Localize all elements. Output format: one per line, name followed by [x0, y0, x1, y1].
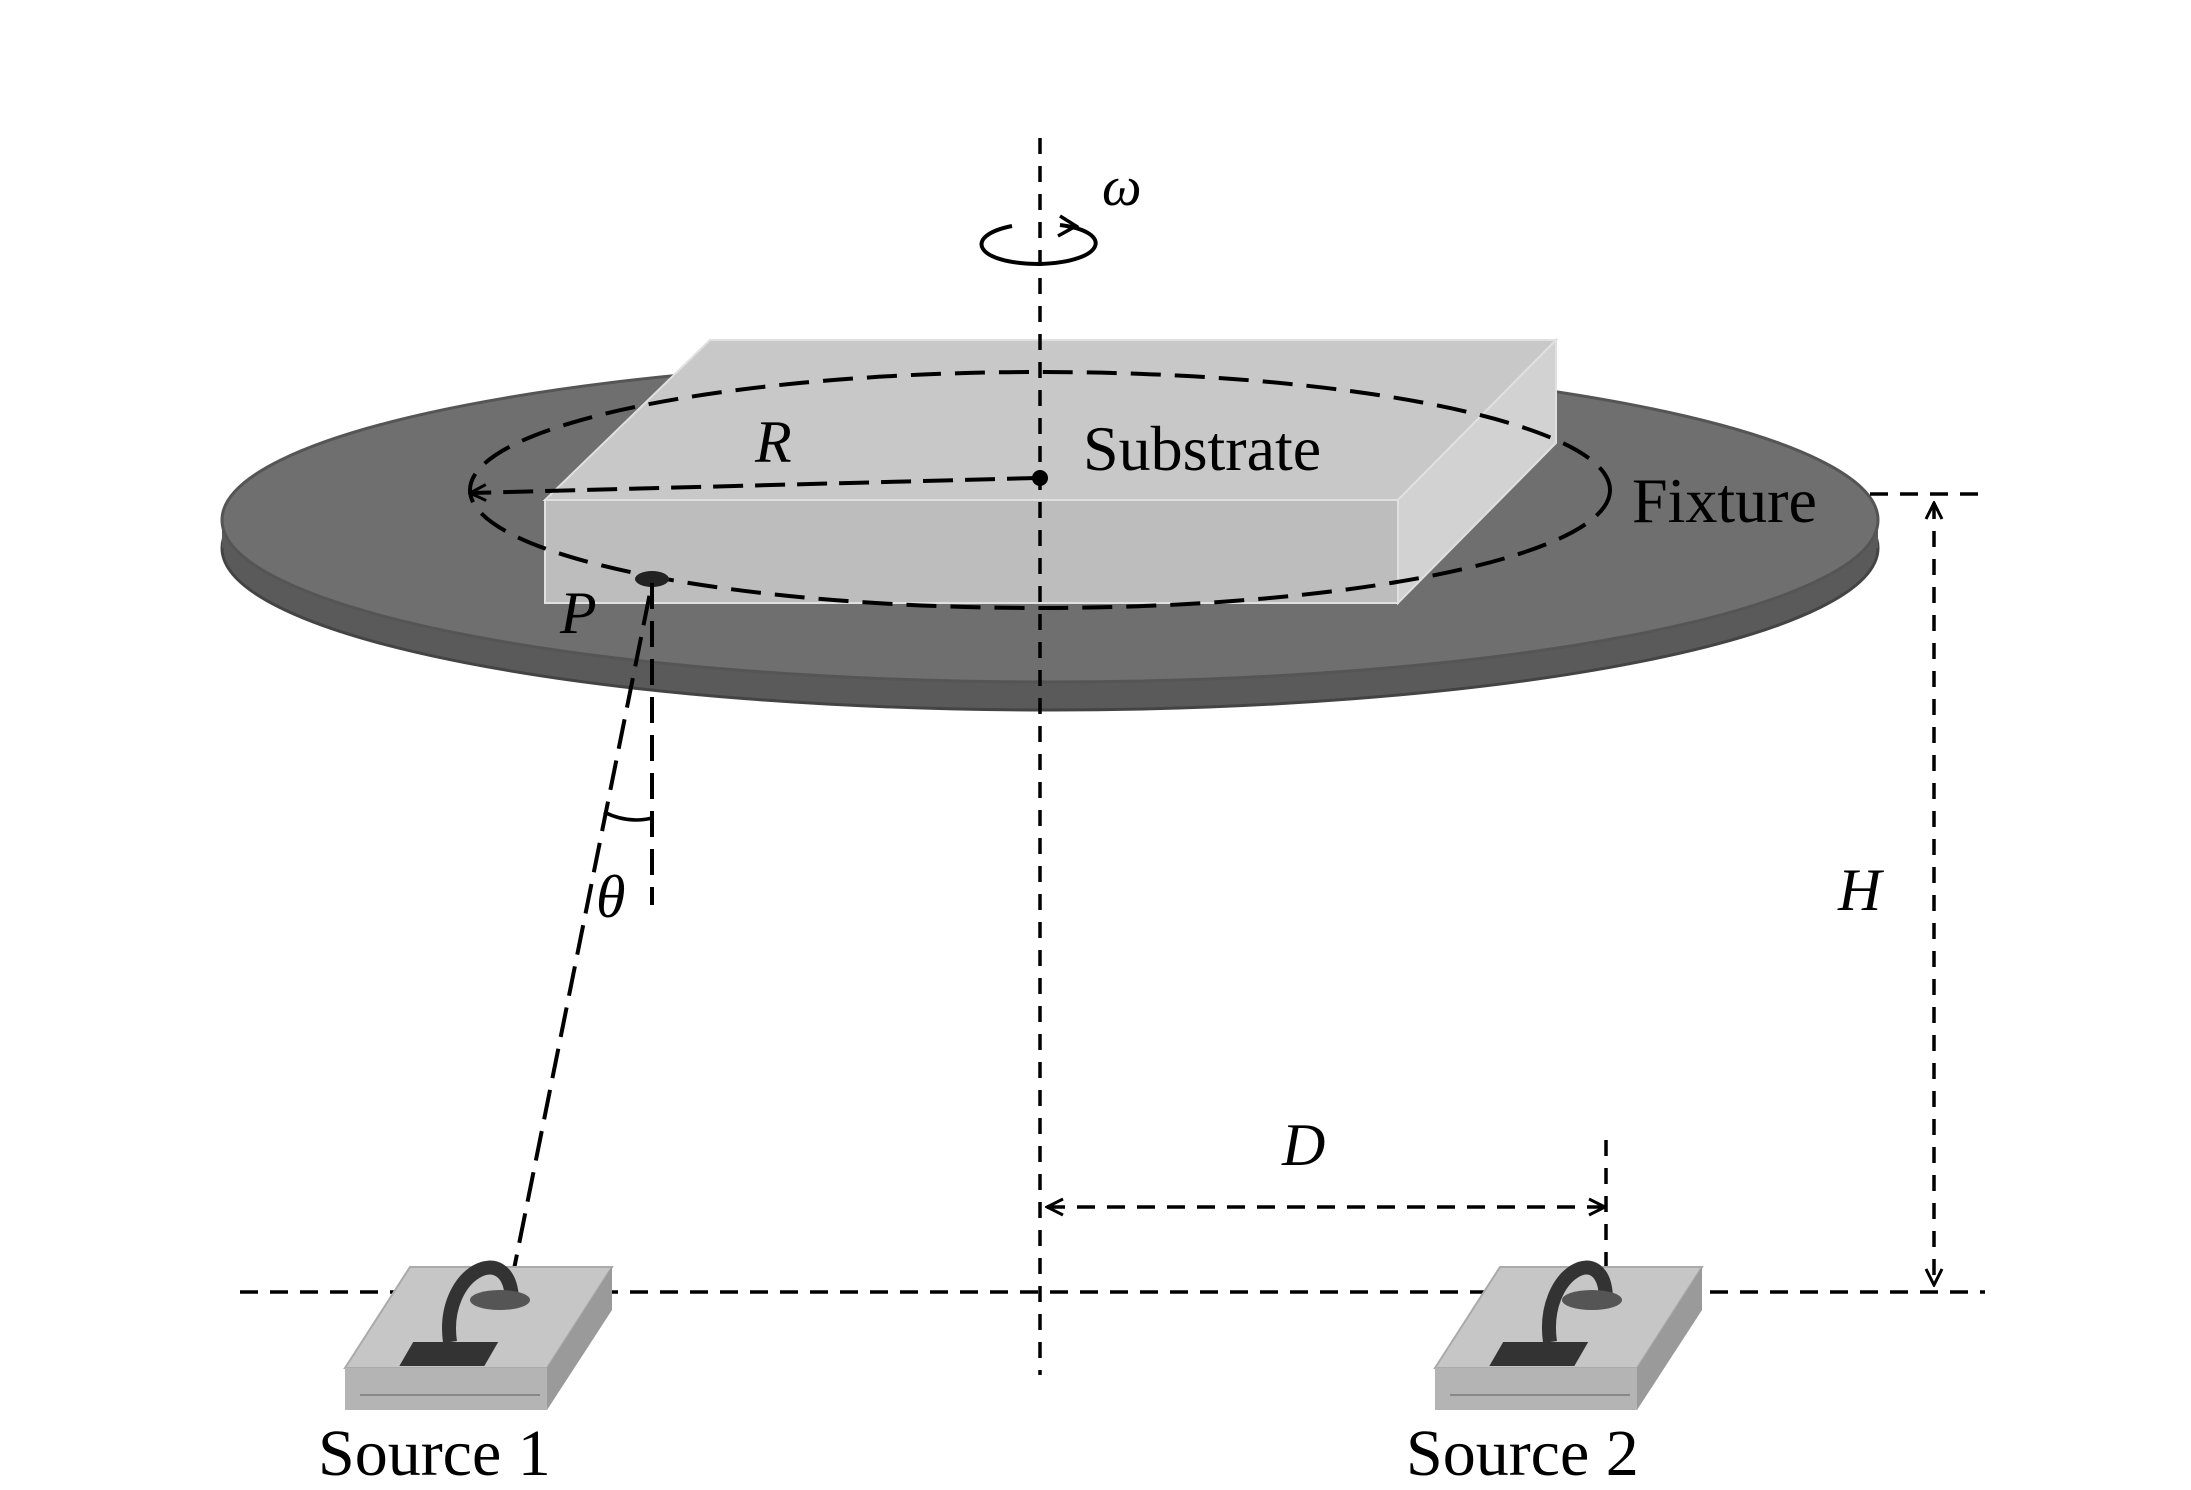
source-1-label: Source 1 — [318, 1417, 551, 1490]
substrate-top-face — [542, 339, 1559, 501]
source-2-front — [1435, 1368, 1637, 1410]
substrate-label: Substrate — [1083, 413, 1321, 484]
source-2-label: Source 2 — [1406, 1417, 1639, 1490]
source-1-filament — [442, 1260, 519, 1343]
source-1-front — [345, 1368, 547, 1410]
source-1-evaporator — [343, 1260, 614, 1410]
omega-label: ω — [1102, 156, 1142, 218]
radius-label: R — [754, 409, 792, 475]
source-2-evaporator — [1433, 1260, 1704, 1410]
center-point — [1032, 470, 1048, 486]
radius-arrow — [470, 476, 1038, 493]
point-p-label: P — [559, 580, 597, 646]
substrate-block — [542, 337, 1559, 606]
source-2-boat — [1489, 1342, 1589, 1366]
source-1-side — [547, 1267, 612, 1410]
point-p-marker — [635, 571, 669, 587]
source-2-side — [1637, 1267, 1702, 1410]
source-2-crucible — [1562, 1290, 1622, 1310]
theta-arc — [603, 810, 653, 822]
theta-label: θ — [596, 864, 625, 930]
fixture-label: Fixture — [1632, 465, 1817, 536]
distance-label: D — [1281, 1112, 1325, 1178]
source-1-boat — [399, 1342, 499, 1366]
source1-to-p-line — [509, 582, 654, 1285]
rotation-arrow-icon — [979, 214, 1098, 267]
substrate-front-face — [544, 499, 1399, 604]
height-label: H — [1837, 857, 1885, 923]
source-1-crucible — [470, 1290, 530, 1310]
source-2-filament — [1541, 1260, 1613, 1343]
